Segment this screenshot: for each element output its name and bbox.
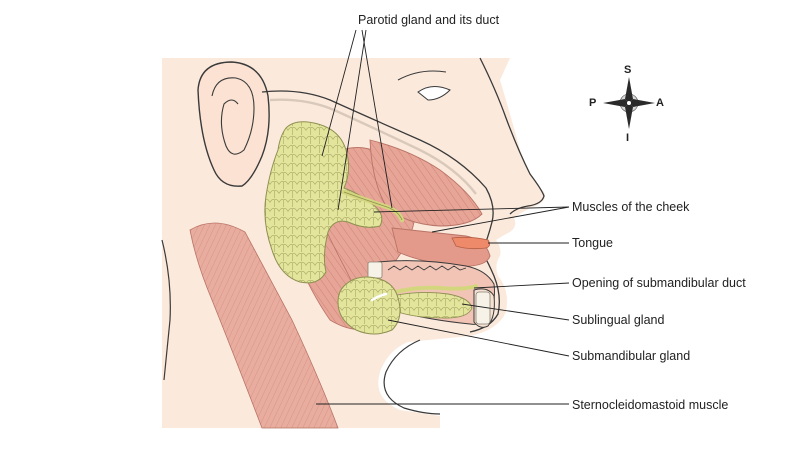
leader-parotid-c bbox=[337, 29, 367, 211]
label-sublingual-gland: Sublingual gland bbox=[572, 313, 665, 327]
leader-parotid-b bbox=[361, 29, 393, 209]
leader-parotid-a bbox=[321, 29, 357, 157]
buccinator-muscle bbox=[369, 139, 483, 227]
teeth-row bbox=[387, 265, 467, 271]
label-submandibular-gland: Submandibular gland bbox=[572, 349, 691, 363]
cheek-cut-edge bbox=[261, 90, 500, 333]
submandibular-gland bbox=[337, 276, 401, 335]
leader-cheek-a bbox=[373, 206, 570, 213]
leader-sublingual bbox=[461, 303, 570, 321]
leader-cheek-b bbox=[431, 206, 570, 233]
orientation-compass-icon bbox=[603, 77, 655, 129]
eyebrow bbox=[397, 70, 447, 81]
eye bbox=[417, 86, 451, 101]
label-muscles-of-cheek: Muscles of the cheek bbox=[572, 200, 690, 214]
molar-block bbox=[367, 261, 383, 279]
compass-anterior: A bbox=[656, 97, 664, 109]
label-tongue: Tongue bbox=[572, 236, 614, 250]
ear bbox=[197, 61, 270, 187]
cheek-inner-edge bbox=[269, 98, 477, 195]
label-parotid-gland: Parotid gland and its duct bbox=[358, 13, 500, 27]
tongue bbox=[451, 236, 490, 250]
compass-inferior: I bbox=[626, 132, 630, 144]
sternocleidomastoid-muscle bbox=[189, 222, 339, 429]
ear-inner bbox=[211, 77, 255, 155]
leader-submandibular bbox=[387, 319, 570, 357]
label-sternocleidomastoid: Sternocleidomastoid muscle bbox=[572, 398, 729, 412]
leader-opening bbox=[473, 282, 570, 289]
compass-posterior: P bbox=[589, 97, 597, 109]
face-profile bbox=[479, 57, 545, 215]
leader-lines bbox=[316, 29, 570, 405]
compass-superior: S bbox=[624, 64, 632, 76]
label-submandibular-duct-opening: Opening of submandibular duct bbox=[572, 276, 746, 290]
jaw-outline bbox=[383, 339, 441, 415]
neck-outline bbox=[161, 239, 171, 381]
